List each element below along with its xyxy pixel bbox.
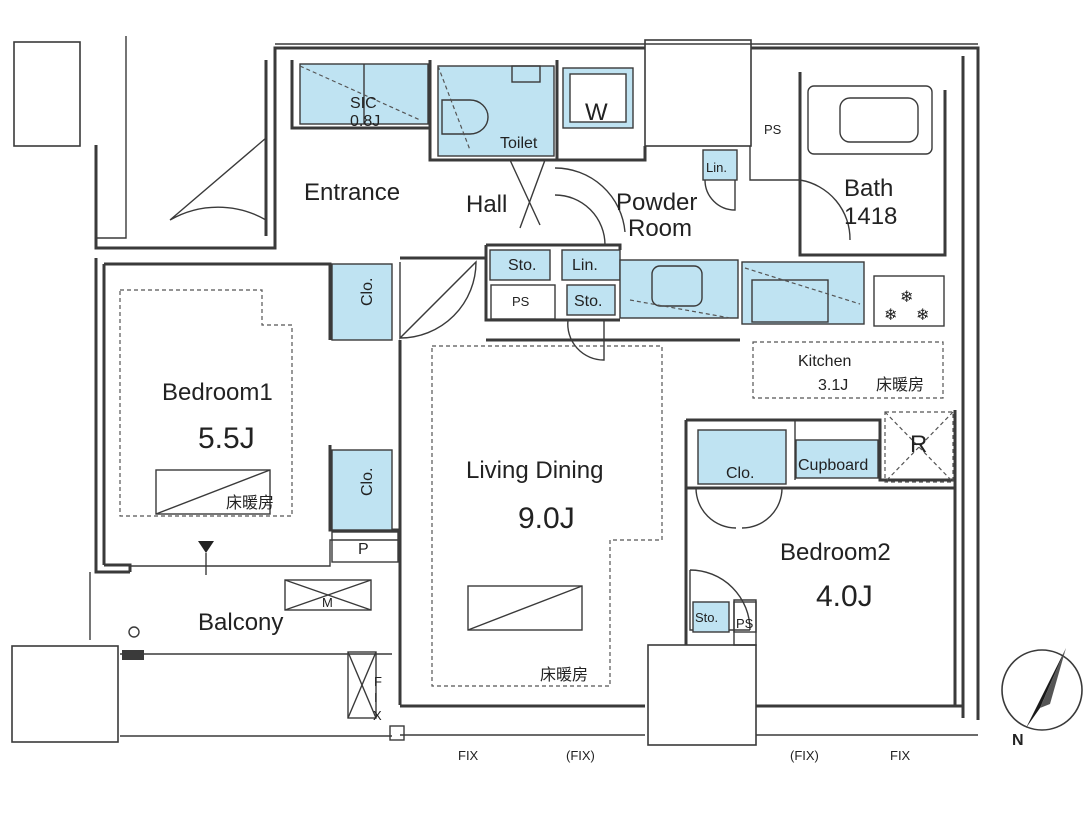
cupboard: [795, 439, 879, 479]
ps-hall-label: PS: [512, 294, 530, 309]
balcony-details: [89, 541, 405, 741]
hall-label: Hall: [466, 191, 507, 218]
column-top-center: [644, 39, 752, 147]
linen-top: [702, 149, 738, 181]
powder-room-label-2: Room: [628, 215, 692, 242]
ps-bed2-label: PS: [736, 616, 754, 631]
burner-icon: ❄: [884, 307, 897, 324]
window-fix-3: (FIX): [790, 748, 819, 763]
closet-bed1-bottom-label: Clo.: [359, 468, 376, 496]
north-arrow-icon: [1026, 648, 1066, 728]
bedroom2-label: Bedroom2: [780, 539, 891, 566]
dashed-areas: [119, 65, 954, 687]
fix-v-f: F: [374, 674, 382, 689]
bedroom1-label: Bedroom1: [162, 379, 273, 406]
balcony-label: Balcony: [198, 609, 283, 636]
kitchen-label: Kitchen: [798, 353, 851, 370]
p-label: P: [358, 541, 369, 558]
bedroom1-heating: 床暖房: [226, 494, 274, 512]
door-swings: [169, 137, 851, 631]
closet-bed1-top: [331, 263, 393, 341]
interior-walls: [104, 60, 957, 706]
sic-area: 0.8J: [350, 113, 380, 130]
linen-hall: [561, 249, 621, 281]
column-bottom-left: [11, 645, 119, 743]
window-fix-2: (FIX): [566, 748, 595, 763]
toilet-label: Toilet: [500, 135, 538, 152]
storage-bed2-label: Sto.: [695, 610, 718, 625]
storage-hall: [489, 249, 551, 281]
washer-label: W: [585, 99, 608, 126]
cupboard-label: Cupboard: [798, 457, 868, 474]
kitchen-area: 3.1J: [818, 377, 848, 394]
bath-size: 1418: [844, 203, 897, 230]
linen-top-label: Lin.: [706, 160, 727, 175]
storage-bed2: [692, 601, 730, 633]
entrance-label: Entrance: [304, 179, 400, 206]
storage-hall-label: Sto.: [508, 257, 536, 274]
north-label: N: [1012, 732, 1024, 749]
living-dining-label: Living Dining: [466, 457, 603, 484]
window-labels: FIX (FIX) (FIX) FIX: [458, 748, 911, 763]
ps-top-label: PS: [764, 122, 782, 137]
window-fix-1: FIX: [458, 748, 479, 763]
fixtures: [299, 63, 879, 633]
linen-hall-label: Lin.: [572, 257, 598, 274]
window-fix-4: FIX: [890, 748, 911, 763]
living-heating: 床暖房: [540, 666, 588, 684]
stove-burners: ❄ ❄ ❄: [884, 289, 929, 324]
storage-hall-2-label: Sto.: [574, 293, 602, 310]
closet-bed1-top-label: Clo.: [359, 278, 376, 306]
column-bottom-center: [647, 644, 757, 746]
appliances: [331, 65, 945, 633]
bedroom2-area: 4.0J: [816, 580, 873, 613]
powder-room-label: Powder: [616, 189, 697, 216]
heating-panels: [155, 469, 583, 719]
closet-bed2: [697, 429, 787, 485]
storage-hall-2: [566, 284, 616, 316]
column-top-left: [13, 41, 81, 147]
toilet-area: [437, 65, 555, 157]
fix-v-x: X: [373, 708, 382, 723]
entry-arrow-icon: [198, 541, 214, 553]
kitchen-cabinet: [741, 261, 865, 325]
r-label: R: [910, 431, 927, 458]
closet-bed2-label: Clo.: [726, 465, 754, 482]
sic-label: SIC: [350, 95, 377, 112]
kitchen-heating: 床暖房: [876, 376, 924, 394]
bath-label: Bath: [844, 175, 893, 202]
outer-walls: [94, 36, 980, 737]
living-dining-area: 9.0J: [518, 502, 575, 535]
compass: N: [1001, 648, 1083, 749]
room-labels: SIC 0.8J Toilet W PS Entrance Hall Powde…: [162, 95, 927, 723]
burner-icon: ❄: [916, 307, 929, 324]
fix-v-i: I: [374, 690, 378, 705]
burner-icon: ❄: [900, 289, 913, 306]
bedroom1-area: 5.5J: [198, 422, 255, 455]
m-label: M: [322, 595, 333, 610]
closet-bed1-bottom: [331, 449, 393, 531]
compass-ring: [1001, 649, 1083, 731]
